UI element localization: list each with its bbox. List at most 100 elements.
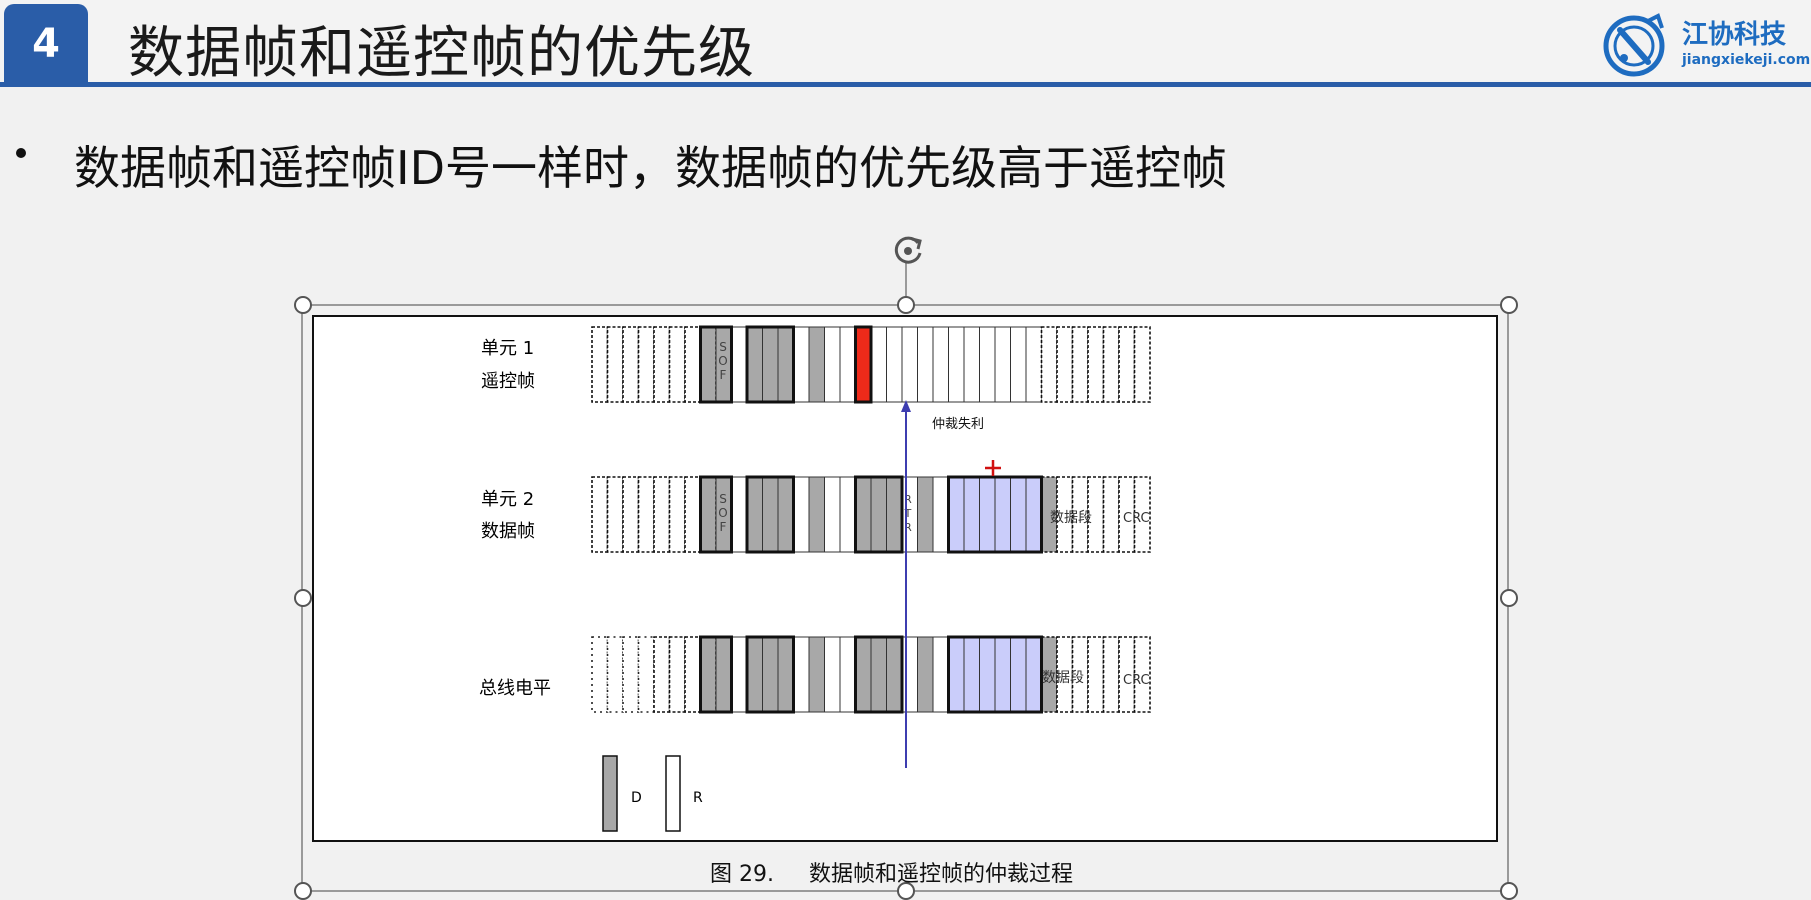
row2-crc-label: CRC	[1123, 511, 1150, 526]
row3-bit-cell	[591, 636, 609, 713]
row2-bit-cell	[948, 476, 965, 553]
row2-data-segment-label: 数据段	[1050, 510, 1092, 526]
row2-bit-cell	[699, 476, 717, 553]
row2-bit-cell	[637, 476, 655, 553]
row3-bit-cell	[746, 636, 763, 713]
row2-bit-cell	[1025, 476, 1042, 553]
row3-bit-cell	[917, 636, 934, 713]
row2-bit-cell	[979, 476, 996, 553]
row2-data-crc-group	[947, 475, 1043, 554]
row1-label-unit: 单元 1	[481, 338, 534, 359]
row1-bit-cell	[963, 326, 980, 403]
row3-bit-cell	[963, 636, 980, 713]
row2-bit-cell	[622, 476, 640, 553]
row2-bit-cell	[606, 476, 624, 553]
row3-bit-cell	[1087, 636, 1105, 713]
row3-id-group	[745, 635, 795, 714]
row3-bit-cell	[870, 636, 887, 713]
row1-bit-cell	[870, 326, 887, 403]
row2-bit-cell	[855, 476, 872, 553]
row1-bit-cell	[777, 326, 794, 403]
bullet-dot	[16, 148, 26, 158]
row3-bit-cell	[948, 636, 965, 713]
row3-bit-cell	[932, 636, 949, 713]
row3-bit-cell	[1102, 636, 1120, 713]
row2-bit-cell	[824, 476, 841, 553]
resize-handle-top[interactable]	[897, 296, 915, 314]
row3-bit-cell	[1133, 636, 1151, 713]
row2-sof-group	[699, 475, 733, 554]
row3-bit-cell	[1025, 636, 1042, 713]
logo-icon	[1603, 13, 1665, 77]
legend-dominant-label: D	[631, 790, 642, 806]
row2-bit-cell	[870, 476, 887, 553]
row2-bit-cell	[1133, 476, 1151, 553]
row3-sof-group	[699, 635, 733, 714]
row3-crc-label: CRC	[1123, 673, 1150, 688]
row2-id-group	[745, 475, 795, 554]
row1-bit-cell	[684, 326, 702, 403]
row1-bit-cell	[746, 326, 763, 403]
row3-bit-cell	[886, 636, 903, 713]
row2-bit-cell	[1010, 476, 1027, 553]
row3-bit-cell	[1010, 636, 1027, 713]
row2-bit-cell	[1102, 476, 1120, 553]
row3-data-crc-group	[947, 635, 1043, 714]
row1-bit-cell	[762, 326, 779, 403]
resize-handle-top-right[interactable]	[1500, 296, 1518, 314]
row2-bit-cell	[684, 476, 702, 553]
title-underline	[0, 82, 1811, 87]
row1-bit-cell	[1133, 326, 1151, 403]
legend-recessive-swatch	[665, 755, 681, 832]
row2-bit-cell	[668, 476, 686, 553]
row2-bit-cell	[653, 476, 671, 553]
row1-bit-cell	[591, 326, 609, 403]
row2-bit-cell	[917, 476, 934, 553]
logo: 江协科技 jiangxiekeji.com	[1600, 8, 1810, 80]
figure-caption: 图 29. 数据帧和遥控帧的仲裁过程	[710, 862, 1073, 887]
plus-cursor-icon	[985, 460, 1001, 476]
rotate-handle-icon[interactable]	[888, 231, 928, 271]
row3-bit-cell	[606, 636, 624, 713]
row2-label-frame: 数据帧	[481, 521, 535, 542]
row1-bit-cell	[839, 326, 856, 403]
row3-bit-cell	[994, 636, 1011, 713]
row3-bit-cell	[622, 636, 640, 713]
row3-bit-cell	[839, 636, 856, 713]
row1-bit-cell	[1025, 326, 1042, 403]
row3-bit-cell	[901, 636, 918, 713]
row1-bit-cell	[886, 326, 903, 403]
row1-bit-cell	[793, 326, 810, 403]
row2-bit-cell	[731, 476, 748, 553]
bullet-text: 数据帧和遥控帧ID号一样时，数据帧的优先级高于遥控帧	[74, 141, 1227, 195]
resize-handle-right[interactable]	[1500, 589, 1518, 607]
row3-bit-cell	[637, 636, 655, 713]
resize-handle-top-left[interactable]	[294, 296, 312, 314]
resize-handle-left[interactable]	[294, 589, 312, 607]
row3-bit-cell	[699, 636, 717, 713]
row2-label-unit: 单元 2	[481, 489, 534, 510]
row2-bit-cell	[793, 476, 810, 553]
row1-bit-cell	[1102, 326, 1120, 403]
row1-bit-cell	[1010, 326, 1027, 403]
row1-label-frame: 遥控帧	[481, 371, 535, 392]
row3-rtr-group	[854, 635, 904, 714]
slide-number-badge: 4	[4, 4, 88, 84]
row2-bit-cell	[839, 476, 856, 553]
logo-domain: jiangxiekeji.com	[1682, 52, 1811, 68]
row1-bit-cell	[917, 326, 934, 403]
row2-bit-cell	[591, 476, 609, 553]
bit-cells	[591, 325, 1151, 714]
row2-bit-cell	[777, 476, 794, 553]
row1-bit-cell	[1056, 326, 1074, 403]
row3-bit-cell	[855, 636, 872, 713]
legend-recessive-label: R	[693, 790, 703, 806]
row2-bit-cell	[963, 476, 980, 553]
row3-bit-cell	[979, 636, 996, 713]
row1-bit-cell	[637, 326, 655, 403]
slide-header: 4 数据帧和遥控帧的优先级 江协科技 jiangxiekeji.com	[0, 0, 1811, 87]
row3-bit-cell	[668, 636, 686, 713]
